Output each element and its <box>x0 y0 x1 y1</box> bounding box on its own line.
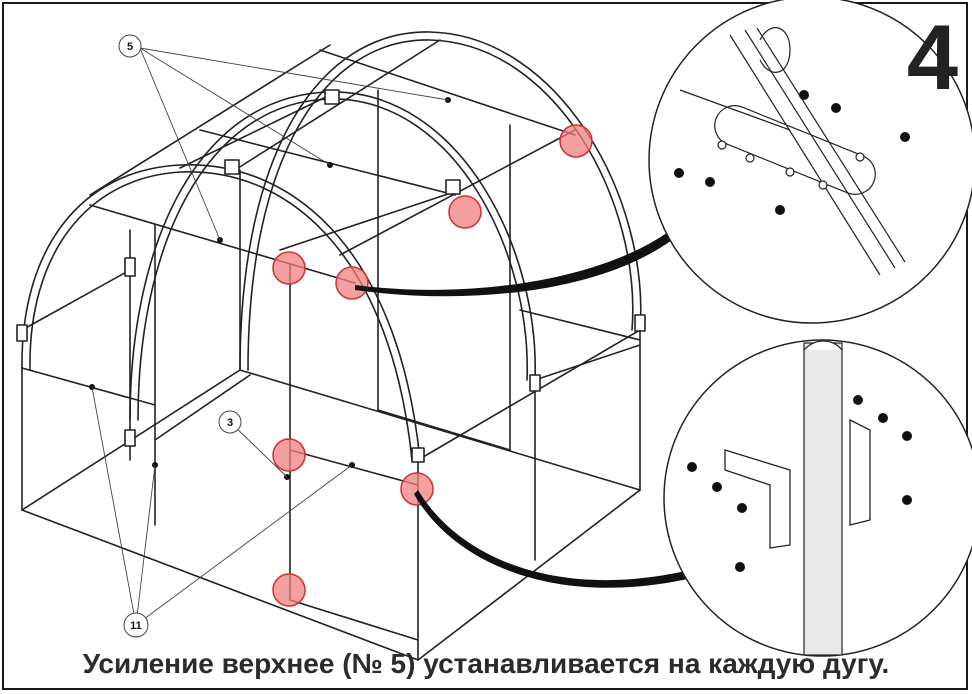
arch-back-inner <box>247 39 634 371</box>
callout-11-label: 11 <box>130 620 142 632</box>
callout-11: 11 <box>123 612 149 638</box>
connector-bottom <box>414 490 692 588</box>
arch-2-inner <box>137 98 528 421</box>
callout-3-label: 3 <box>227 417 233 429</box>
highlight-joint-4 <box>335 266 369 300</box>
instruction-caption: Усиление верхнее (№ 5) устанавливается н… <box>82 648 890 679</box>
callout-3: 3 <box>218 410 242 434</box>
highlight-joint-7 <box>272 573 306 607</box>
step-number: 4 <box>906 7 958 109</box>
highlight-joint-6 <box>400 472 434 506</box>
arch-2 <box>129 91 536 421</box>
highlight-joint-1 <box>559 124 593 158</box>
highlight-joint-2 <box>448 195 482 229</box>
detail-circle-top <box>648 0 972 324</box>
highlight-joint-3 <box>272 251 306 285</box>
highlight-joint-5 <box>272 438 306 472</box>
callout-5-label: 5 <box>127 41 133 53</box>
arch-back <box>239 31 642 371</box>
connector-top <box>355 232 672 297</box>
arch-front-inner <box>29 171 413 461</box>
callout-5: 5 <box>118 34 142 58</box>
